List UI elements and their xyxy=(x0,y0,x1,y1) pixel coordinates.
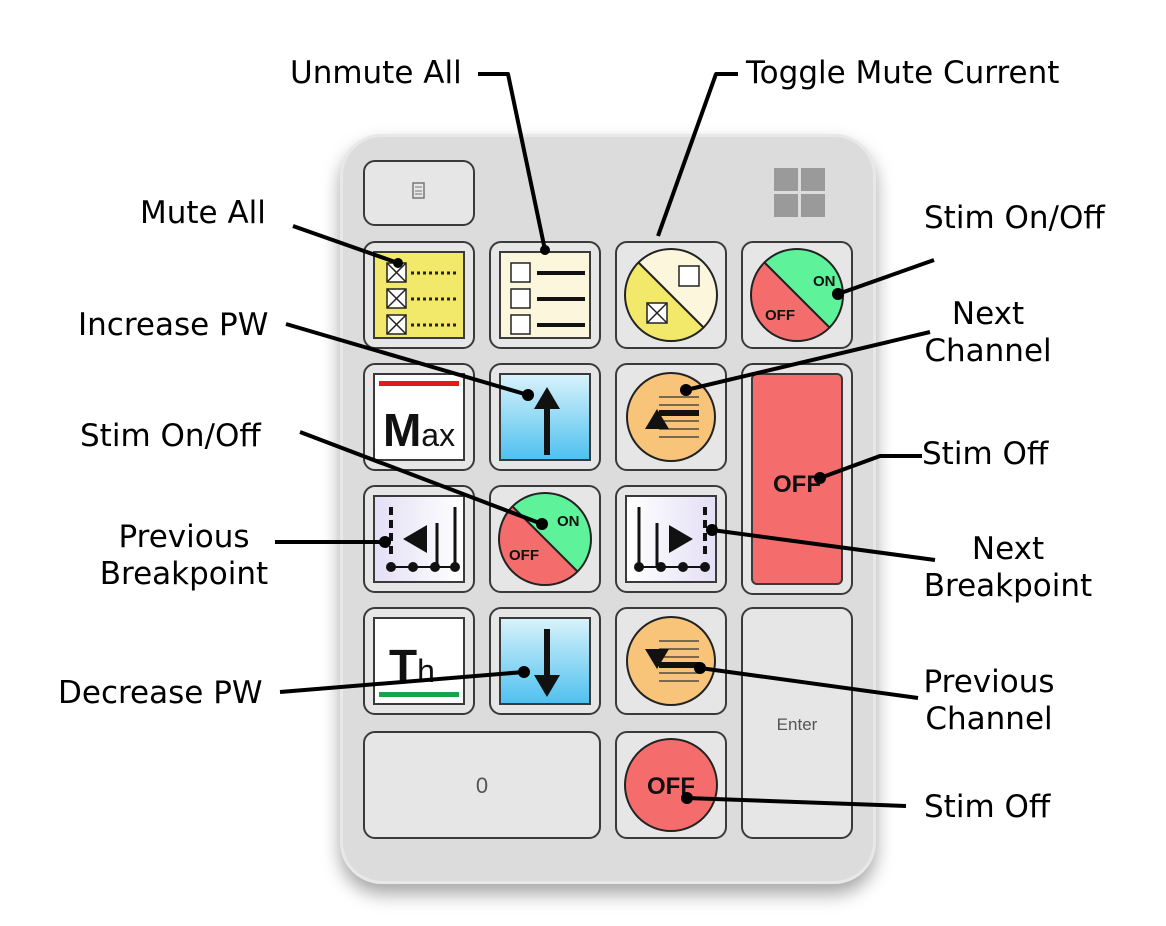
label-next-breakpoint: Next Breakpoint xyxy=(923,531,1093,604)
off-label-tall: OFF xyxy=(773,471,821,498)
increase-pw-key[interactable] xyxy=(489,363,601,471)
arrow-down-icon xyxy=(534,629,560,697)
unmute-all-key[interactable] xyxy=(489,241,601,349)
label-previous-channel: Previous Channel xyxy=(923,664,1055,737)
stim-on-off-key-middle[interactable]: ON OFF xyxy=(489,485,601,593)
next-channel-key[interactable] xyxy=(615,363,727,471)
mute-all-key[interactable] xyxy=(363,241,475,349)
label-stim-on-off-left: Stim On/Off xyxy=(80,418,261,454)
on-text: ON xyxy=(813,273,836,290)
zero-label: 0 xyxy=(475,773,489,798)
next-breakpoint-key[interactable] xyxy=(615,485,727,593)
on-text: ON xyxy=(557,513,580,530)
max-key[interactable]: Max xyxy=(363,363,475,471)
label-increase-pw: Increase PW xyxy=(78,307,269,343)
max-red-bar xyxy=(379,381,459,386)
zero-key[interactable]: 0 xyxy=(363,731,601,839)
calculator-icon xyxy=(412,182,425,199)
toggle-mute-current-key[interactable] xyxy=(615,241,727,349)
label-stim-off-right: Stim Off xyxy=(922,436,1049,472)
label-stim-off-bottom: Stim Off xyxy=(924,789,1051,825)
off-text: OFF xyxy=(765,307,795,324)
stim-off-tall-key[interactable]: OFF xyxy=(741,363,853,595)
label-previous-breakpoint: Previous Breakpoint xyxy=(99,519,269,592)
off-circle-icon: OFF xyxy=(624,738,718,832)
next-breakpoint-icon xyxy=(634,507,710,572)
on-off-icon: ON OFF xyxy=(750,248,844,342)
unmute-all-icon xyxy=(510,262,585,335)
label-stim-on-off-right: Stim On/Off xyxy=(924,200,1105,236)
label-unmute-all: Unmute All xyxy=(290,55,462,91)
max-label: Max xyxy=(382,404,456,456)
calculator-key[interactable] xyxy=(363,160,475,226)
previous-channel-key[interactable] xyxy=(615,607,727,715)
label-decrease-pw: Decrease PW xyxy=(58,675,263,711)
stim-on-off-key-top[interactable]: ON OFF xyxy=(741,241,853,349)
toggle-mute-icon xyxy=(624,248,718,342)
previous-channel-icon xyxy=(626,616,716,706)
mute-all-icon xyxy=(386,262,459,335)
previous-breakpoint-icon xyxy=(386,507,460,572)
stim-off-bottom-key[interactable]: OFF xyxy=(615,731,727,839)
off-text: OFF xyxy=(509,547,539,564)
enter-label: Enter xyxy=(776,715,818,734)
on-off-icon: ON OFF xyxy=(498,492,592,586)
next-channel-icon xyxy=(626,372,716,462)
windows-logo-icon xyxy=(774,168,825,217)
label-next-channel: Next Channel xyxy=(924,296,1052,369)
label-mute-all: Mute All xyxy=(140,195,266,231)
decrease-pw-key[interactable] xyxy=(489,607,601,715)
label-toggle-mute-current: Toggle Mute Current xyxy=(746,55,1060,91)
threshold-green-bar xyxy=(379,692,459,697)
arrow-up-icon xyxy=(534,387,560,455)
